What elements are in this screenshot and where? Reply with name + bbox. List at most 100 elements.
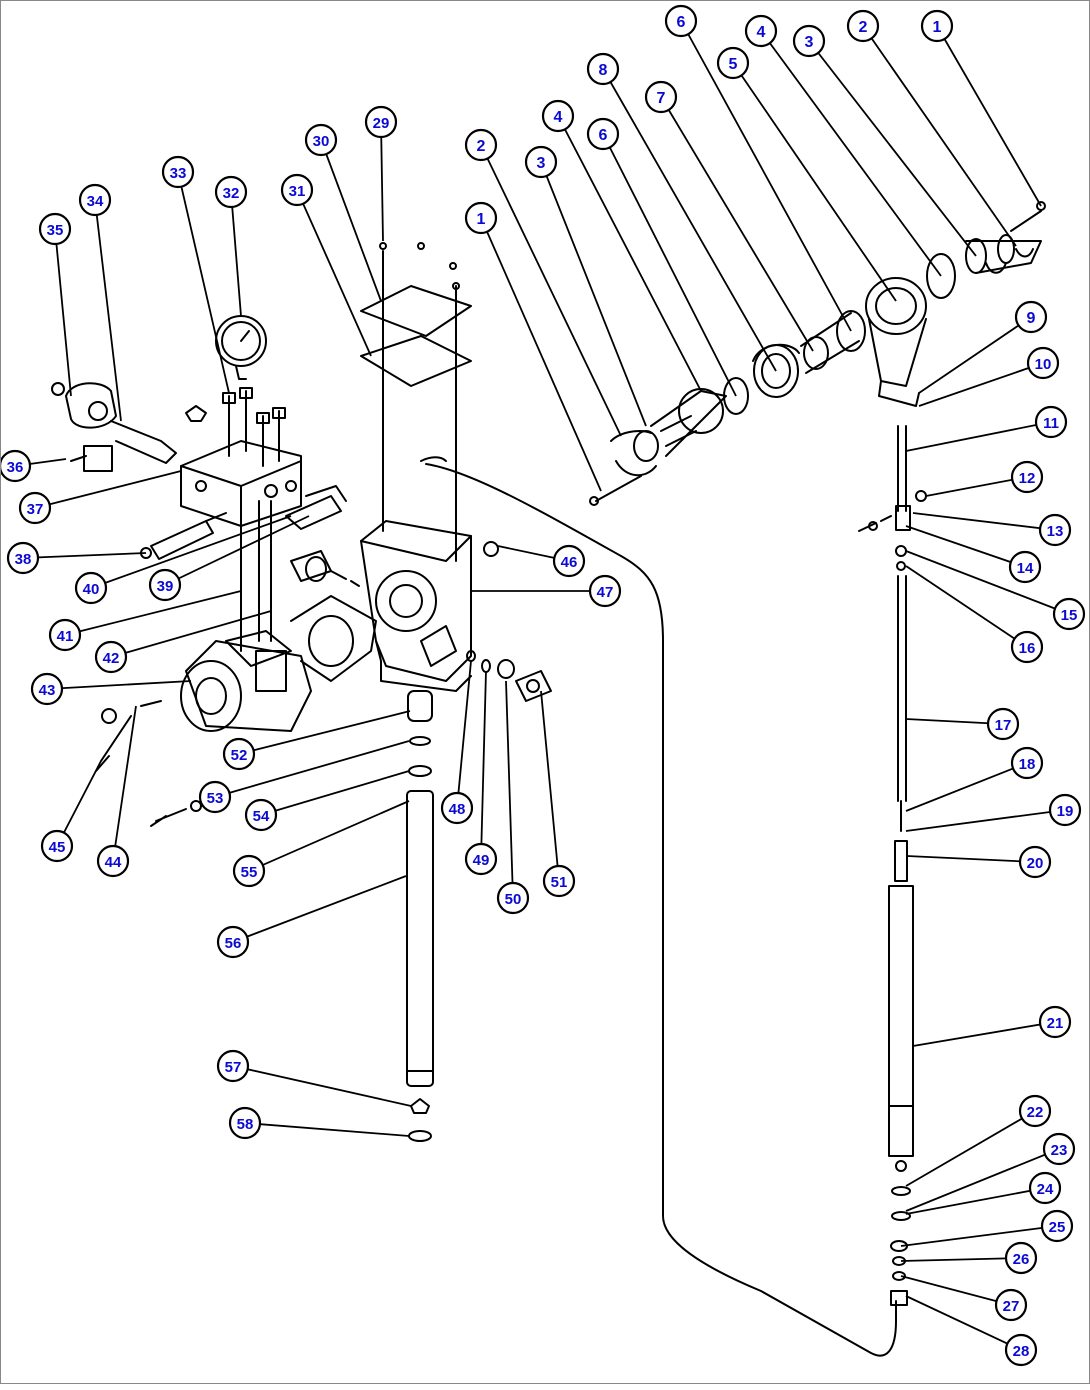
- callout-number: 16: [1019, 640, 1036, 657]
- callout-balloon: [1038, 1005, 1072, 1039]
- callout-number: 51: [551, 874, 568, 891]
- callout-balloon: [994, 1288, 1028, 1322]
- callout-number: 49: [473, 852, 490, 869]
- callout-number: 39: [157, 578, 174, 595]
- callout-leader-line: [480, 670, 487, 860]
- callout-leader-line: [905, 525, 1026, 568]
- callout-balloon: [1004, 1241, 1038, 1275]
- callout-number: 13: [1047, 523, 1064, 540]
- callout-number: 2: [859, 19, 868, 36]
- callout-leader-line: [177, 171, 230, 394]
- callout-leader-line: [905, 565, 1028, 648]
- callout-number: 35: [47, 222, 64, 239]
- callout-number: 54: [253, 808, 270, 825]
- callout-leader-line: [540, 161, 647, 427]
- callout-number: 12: [1019, 470, 1036, 487]
- callout-balloon: [542, 864, 576, 898]
- callout-leader-line: [110, 610, 272, 658]
- callout-number: 45: [49, 839, 66, 856]
- callout-balloon: [30, 672, 64, 706]
- callout-number: 3: [537, 155, 546, 172]
- callout-number: 4: [554, 109, 563, 126]
- callout-leader-line: [905, 1187, 1046, 1215]
- callout-balloon: [364, 105, 398, 139]
- callout-number: 38: [15, 551, 32, 568]
- callout-number: 55: [241, 864, 258, 881]
- callout-number: 6: [677, 14, 686, 31]
- callout-balloon: [148, 568, 182, 602]
- callout-number: 21: [1047, 1015, 1064, 1032]
- callout-balloon: [1042, 1132, 1076, 1166]
- callout-leader-line: [905, 762, 1028, 812]
- callout-leader-line: [925, 476, 1028, 497]
- callout-leader-line: [260, 770, 410, 816]
- callout-balloon: [1010, 460, 1044, 494]
- callout-balloon: [0, 449, 32, 483]
- callout-balloon: [94, 640, 128, 674]
- callout-leader-line: [900, 1275, 1012, 1306]
- callout-balloon: [920, 9, 954, 43]
- callout-number: 43: [39, 682, 56, 699]
- callout-number: 25: [1049, 1219, 1066, 1236]
- callout-balloon: [161, 155, 195, 189]
- callout-balloon: [716, 46, 750, 80]
- callout-number: 58: [237, 1116, 254, 1133]
- callout-layer: 1234567891011121314151617181920212223242…: [0, 4, 1086, 1367]
- callout-number: 9: [1027, 310, 1036, 327]
- callout-number: 42: [103, 650, 120, 667]
- callout-number: 46: [561, 554, 578, 571]
- callout-balloon: [228, 1106, 262, 1140]
- callout-leader-line: [112, 705, 137, 862]
- callout-number: 56: [225, 935, 242, 952]
- callout-number: 10: [1035, 356, 1052, 373]
- callout-number: 37: [27, 501, 44, 518]
- callout-number: 52: [231, 747, 248, 764]
- callout-number: 34: [87, 193, 104, 210]
- callout-leader-line: [22, 552, 147, 559]
- callout-leader-line: [320, 139, 382, 302]
- callout-number: 36: [7, 459, 24, 476]
- callout-leader-line: [912, 512, 1056, 531]
- callout-leader-line: [918, 316, 1032, 394]
- callout-leader-line: [296, 189, 372, 357]
- callout-leader-line: [900, 1225, 1058, 1247]
- callout-leader-line: [602, 68, 777, 372]
- callout-balloon: [846, 9, 880, 43]
- callout-balloon: [1048, 793, 1082, 827]
- callout-number: 6: [599, 127, 608, 144]
- callout-balloon: [588, 574, 622, 608]
- callout-leader-line: [660, 96, 814, 352]
- callout-number: 44: [105, 854, 122, 871]
- callout-number: 30: [313, 133, 330, 150]
- callout-balloon: [38, 212, 72, 246]
- callout-balloon: [1034, 405, 1068, 439]
- callout-balloon: [1038, 513, 1072, 547]
- callout-number: 23: [1051, 1142, 1068, 1159]
- callout-balloon: [664, 4, 698, 38]
- callout-balloon: [1010, 746, 1044, 780]
- callout-leader-line: [380, 121, 384, 242]
- callout-balloon: [1040, 1209, 1074, 1243]
- callout-balloon: [541, 99, 575, 133]
- callout-number: 41: [57, 628, 74, 645]
- callout-balloon: [74, 571, 108, 605]
- callout-number: 19: [1057, 803, 1074, 820]
- callout-number: 18: [1019, 756, 1036, 773]
- callout-number: 4: [757, 24, 766, 41]
- callout-balloon: [524, 145, 558, 179]
- callout-leader-line: [905, 809, 1066, 832]
- callout-balloon: [1018, 845, 1052, 879]
- callout-balloon: [644, 80, 678, 114]
- callout-leader-line: [905, 1295, 1022, 1351]
- callout-leader-line: [905, 1110, 1036, 1187]
- callout-leader-line: [760, 30, 942, 277]
- callout-number: 24: [1037, 1181, 1054, 1198]
- callout-number: 28: [1013, 1343, 1030, 1360]
- callout-balloon: [216, 925, 250, 959]
- callout-balloon: [986, 707, 1020, 741]
- callout-number: 40: [83, 581, 100, 598]
- callout-leader-line: [862, 25, 1017, 247]
- callout-balloon: [1008, 550, 1042, 584]
- callout-balloon: [1018, 1094, 1052, 1128]
